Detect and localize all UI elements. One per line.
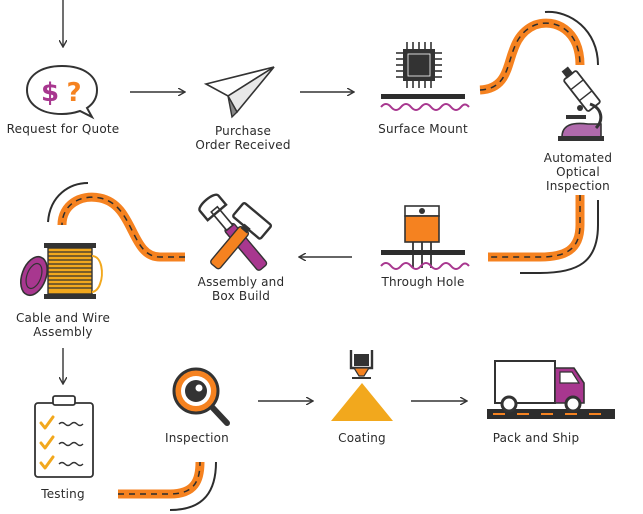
step-label-purchase-order: Purchase Order Received xyxy=(195,124,291,152)
step-label-pack-ship: Pack and Ship xyxy=(492,431,580,445)
spray-nozzle-icon xyxy=(331,350,393,421)
step-label-testing: Testing xyxy=(41,487,85,501)
road-testing-to-inspection xyxy=(118,461,205,499)
checklist-clipboard-icon xyxy=(34,395,94,478)
chip-on-board-icon xyxy=(380,42,470,111)
microscope-icon xyxy=(558,66,604,141)
magnifier-eye-icon xyxy=(172,367,230,426)
step-label-through-hole: Through Hole xyxy=(381,275,465,289)
delivery-truck-icon xyxy=(487,360,615,419)
road-aoi-to-tht xyxy=(488,195,585,262)
step-label-aoi: Automated Optical Inspection xyxy=(543,151,613,193)
hammer-wrench-icon xyxy=(198,193,273,271)
step-label-box-build: Assembly and Box Build xyxy=(197,275,285,303)
paper-plane-icon xyxy=(203,66,275,119)
step-label-inspection: Inspection xyxy=(165,431,229,445)
step-label-cable: Cable and Wire Assembly xyxy=(15,311,111,339)
svg-text:$: $ xyxy=(41,78,59,108)
through-hole-component-icon xyxy=(380,205,470,270)
svg-text:?: ? xyxy=(66,78,81,108)
speech-bubble-dollar-question-icon: $ ? xyxy=(25,64,99,120)
step-label-surface-mount: Surface Mount xyxy=(378,122,468,136)
road-connectors xyxy=(47,10,599,511)
flow-arrows xyxy=(63,0,466,401)
step-label-quote: Request for Quote xyxy=(6,122,120,136)
wire-spool-icon xyxy=(20,243,103,299)
step-label-coating: Coating xyxy=(338,431,386,445)
